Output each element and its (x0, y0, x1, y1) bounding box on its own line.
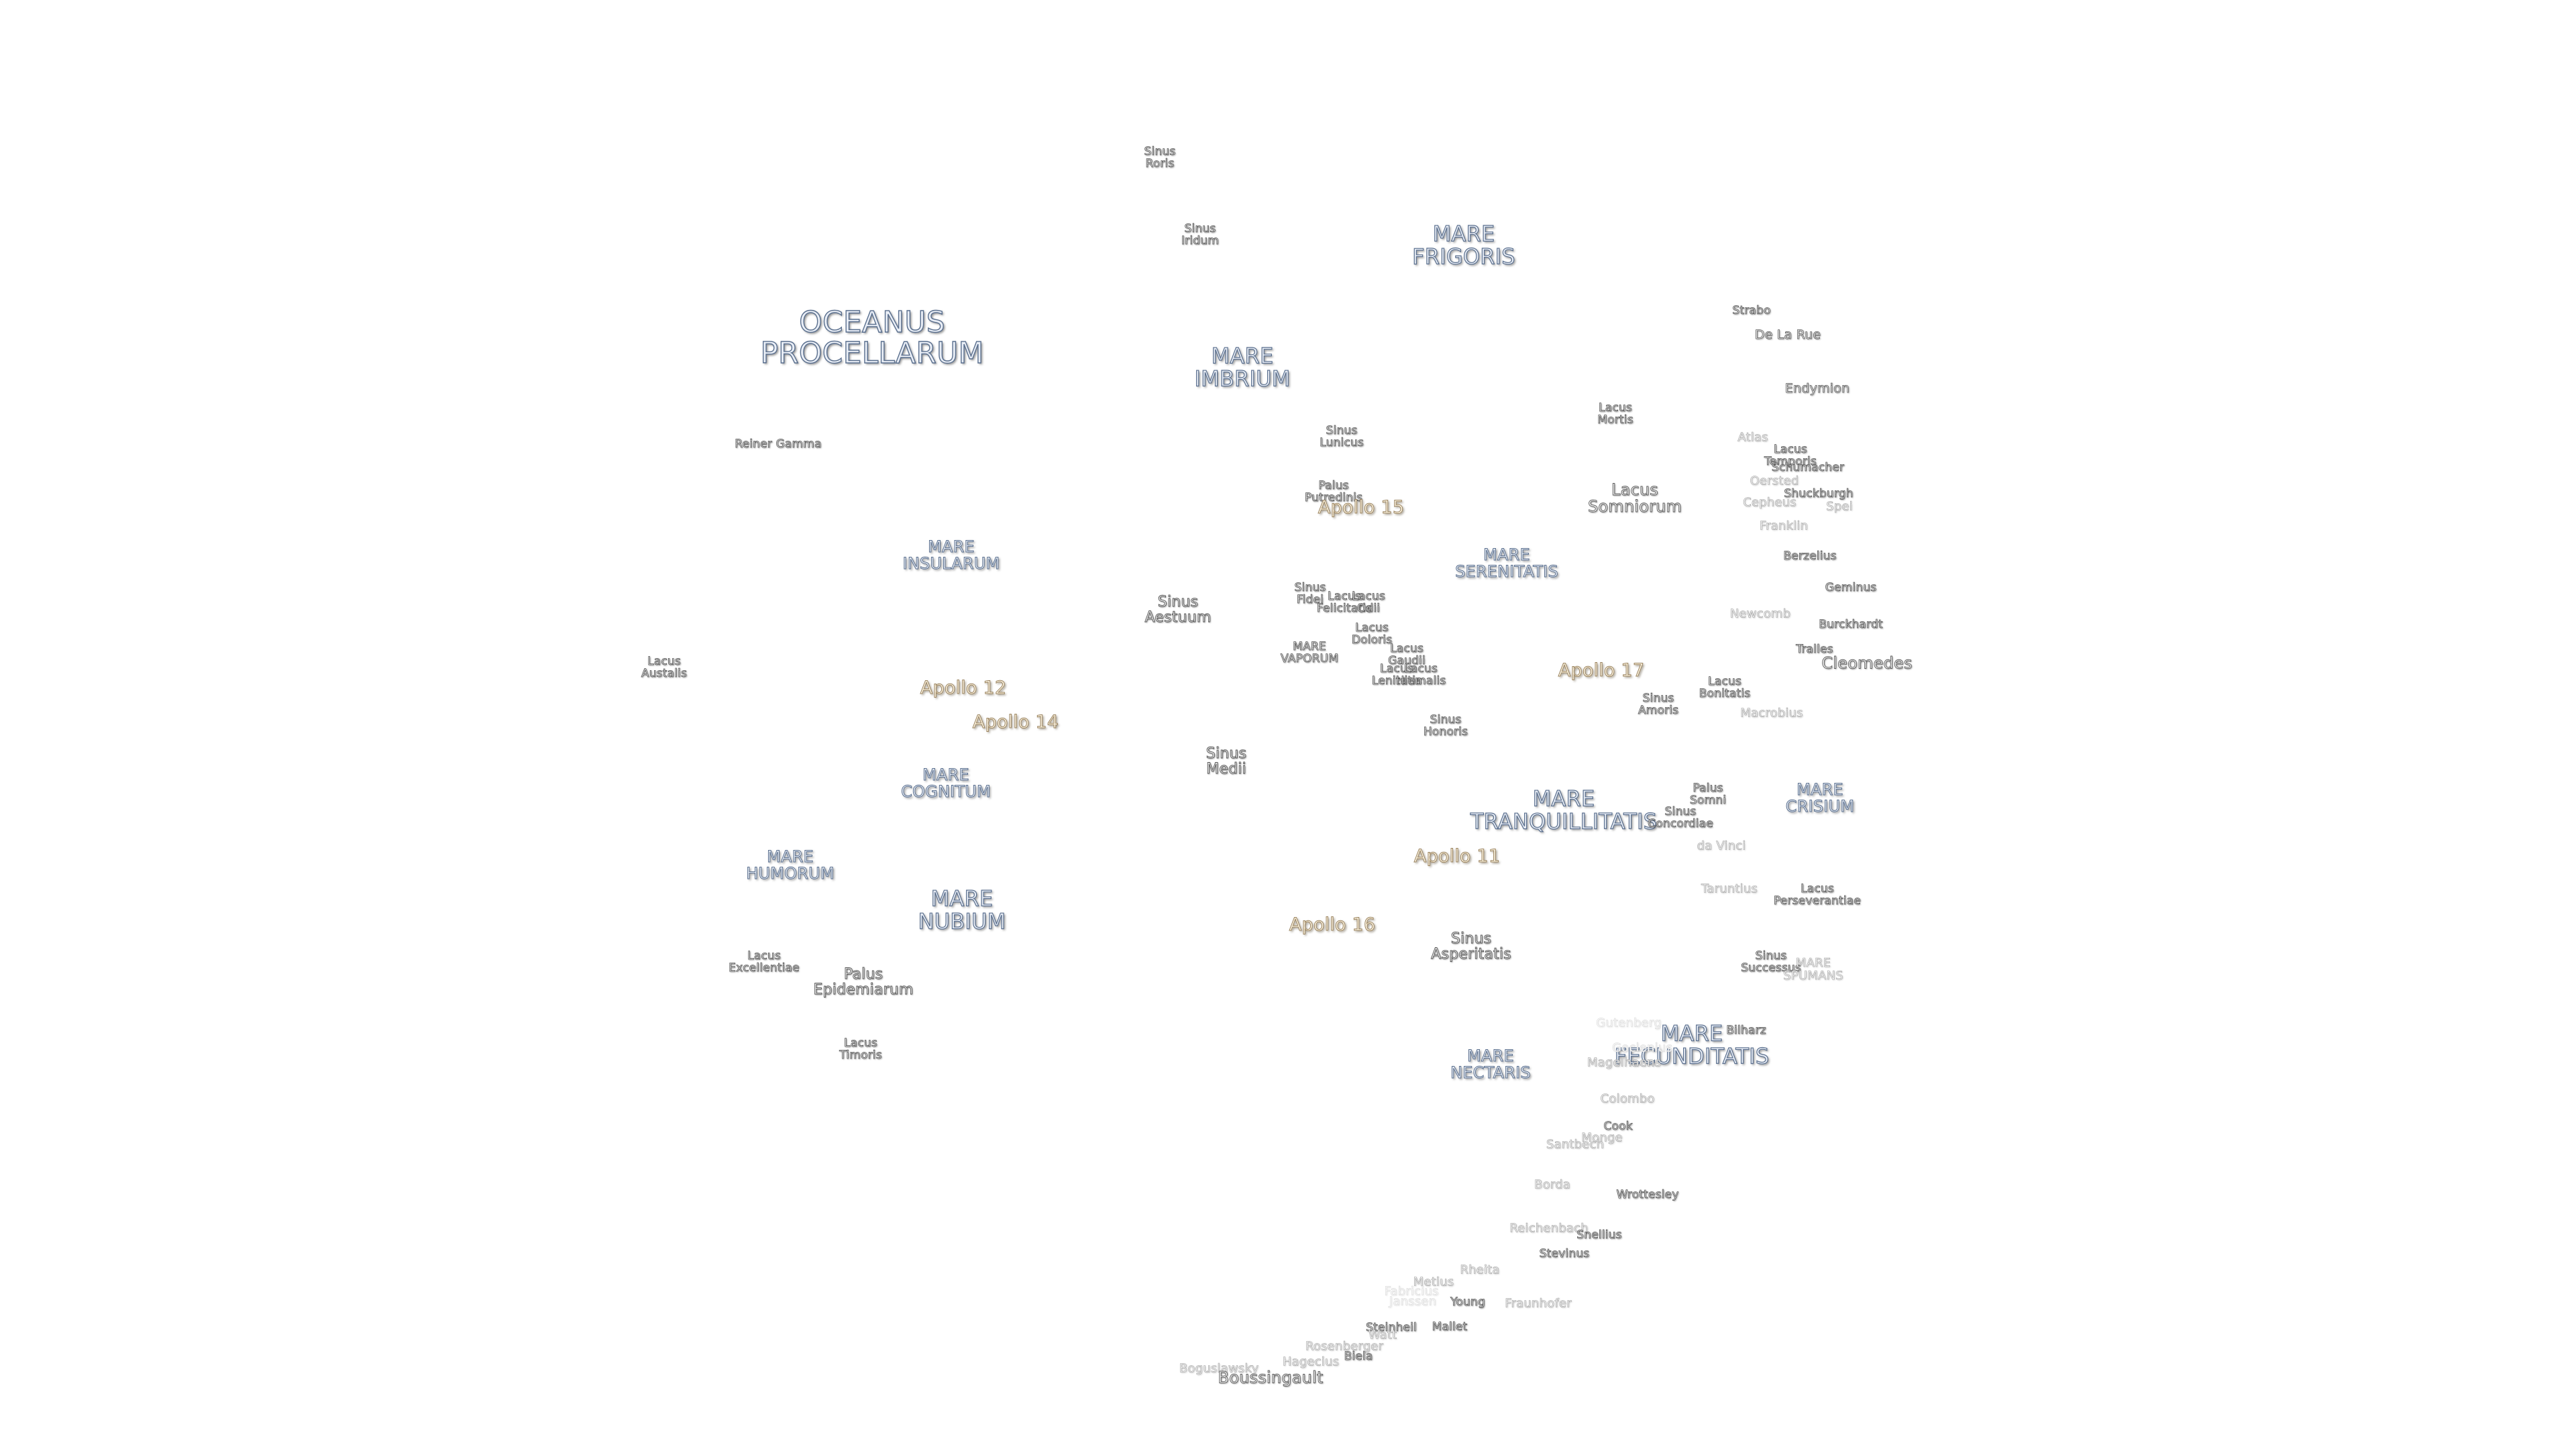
map-label-lacus-bonitatis: Lacus Bonitatis (1699, 675, 1751, 700)
map-label-mare-crisium: MARE CRISIUM (1785, 780, 1855, 816)
map-label-de-la-rue: De La Rue (1754, 327, 1821, 343)
map-label-cook: Cook (1603, 1120, 1633, 1134)
map-label-endymion: Endymion (1784, 381, 1850, 396)
map-label-lacus-timoris: Lacus Timoris (839, 1036, 882, 1062)
map-label-reichenbach: Reichenbach (1509, 1221, 1589, 1236)
map-label-schumacher: Schumacher (1771, 461, 1845, 475)
map-label-metius: Metius (1413, 1275, 1454, 1289)
map-label-macrobius: Macrobius (1740, 706, 1803, 720)
map-label-mare-frigoris: MARE FRIGORIS (1412, 221, 1516, 269)
map-label-mallet: Mallet (1432, 1320, 1468, 1334)
map-label-gutenberg: Gutenberg (1596, 1016, 1662, 1030)
map-label-sinus-asperitatis: Sinus Asperitatis (1431, 930, 1511, 963)
map-label-mare-vaporum: MARE VAPORUM (1280, 640, 1339, 665)
map-label-biela: Biela (1344, 1350, 1373, 1364)
map-label-sinus-honoris: Sinus Honoris (1423, 713, 1468, 739)
map-label-mare-nubium: MARE NUBIUM (918, 885, 1006, 934)
map-label-magelhaens: Magelhaens (1587, 1055, 1662, 1070)
map-label-sinus-roris: Sinus Roris (1144, 145, 1176, 170)
map-label-atlas: Atlas (1737, 430, 1768, 445)
map-label-mare-nectaris: MARE NECTARIS (1450, 1046, 1531, 1082)
map-label-watt: Watt (1368, 1328, 1397, 1342)
map-label-lacus-odii: Lacus Odii (1352, 590, 1385, 615)
map-label-strabo: Strabo (1732, 304, 1771, 318)
map-label-borda: Borda (1534, 1177, 1570, 1192)
map-label-mare-imbrium: MARE IMBRIUM (1194, 343, 1291, 391)
map-label-geminus: Geminus (1825, 581, 1877, 595)
map-label-rheita: Rheita (1460, 1263, 1500, 1277)
map-label-lacus-hiemalis: Lacus Hiemalis (1395, 662, 1446, 688)
map-label-bilharz: Bilharz (1726, 1024, 1766, 1038)
map-label-cepheus: Cepheus (1743, 495, 1796, 510)
map-label-fabricius: Fabricius (1384, 1284, 1439, 1299)
map-label-lacus-gaudii: Lacus Gaudii (1388, 642, 1426, 667)
map-label-janssen: Janssen (1389, 1294, 1437, 1309)
map-label-lacus-temporis: Lacus Temporis (1764, 443, 1817, 468)
map-label-sinus-successus: Sinus Successus (1741, 949, 1801, 975)
map-label-reiner-gamma: Reiner Gamma (735, 437, 822, 451)
map-label-shuckburgh: Shuckburgh (1784, 487, 1854, 501)
map-label-lacus-perseverantiae: Lacus Perseverantiae (1773, 882, 1862, 908)
map-label-cleomedes: Cleomedes (1821, 653, 1913, 673)
map-label-sinus-medii: Sinus Medii (1205, 745, 1247, 777)
map-label-hagecius: Hagecius (1282, 1354, 1340, 1369)
map-label-da-vinci: da Vinci (1697, 839, 1746, 853)
map-label-young: Young (1450, 1295, 1485, 1309)
map-label-sinus-lunicus: Sinus Lunicus (1320, 424, 1364, 449)
map-label-santbech: Santbech (1546, 1137, 1605, 1152)
map-label-berzelius: Berzelius (1783, 549, 1837, 564)
map-label-oersted: Oersted (1750, 474, 1799, 488)
map-label-newcomb: Newcomb (1729, 606, 1791, 621)
map-label-lacus-mortis: Lacus Mortis (1597, 401, 1633, 427)
map-label-snellius: Snellius (1576, 1228, 1622, 1242)
map-label-mare-humorum: MARE HUMORUM (746, 847, 835, 883)
map-label-oceanus-procellarum: OCEANUS PROCELLARUM (760, 305, 985, 370)
map-label-mare-spumans: MARE SPUMANS (1783, 956, 1843, 983)
map-label-boguslawsky: Boguslawsky (1179, 1361, 1259, 1376)
map-label-sinus-concordiae: Sinus Concordiae (1648, 805, 1713, 830)
map-label-apollo-11: Apollo 11 (1413, 845, 1501, 867)
map-label-goclenius: Goclenius (1612, 1040, 1672, 1055)
map-label-steinheil: Steinheil (1366, 1321, 1417, 1335)
map-label-mare-cognitum: MARE COGNITUM (901, 765, 991, 801)
map-label-sinus-amoris: Sinus Amoris (1638, 692, 1679, 717)
map-label-sinus-aestuum: Sinus Aestuum (1144, 593, 1212, 626)
map-label-lacus-lenitatis: Lacus Lenitatis (1371, 662, 1422, 688)
map-label-lacus-doloris: Lacus Doloris (1351, 621, 1393, 647)
map-label-taruntius: Taruntius (1701, 881, 1758, 896)
map-label-lacus-felicitatis: Lacus Felicitatis (1316, 590, 1373, 615)
map-label-mare-tranquillitatis: MARE TRANQUILLITATIS (1470, 786, 1658, 834)
map-label-colombo: Colombo (1600, 1091, 1655, 1106)
map-label-fraunhofer: Fraunhofer (1505, 1296, 1572, 1311)
map-label-mare-insularum: MARE INSULARUM (902, 537, 1000, 573)
map-label-franklin: Franklin (1759, 519, 1809, 533)
map-label-wrottesley: Wrottesley (1616, 1188, 1679, 1202)
map-label-mare-fecunditatis: MARE FECUNDITATIS (1614, 1020, 1770, 1069)
map-label-lacus-somniorum: Lacus Somniorum (1587, 480, 1682, 516)
map-label-spei: Spei (1826, 499, 1853, 514)
map-label-palus-epidemiarum: Palus Epidemiarum (813, 965, 914, 998)
map-label-stevinus: Stevinus (1539, 1247, 1590, 1261)
map-label-palus-somni: Palus Somni (1689, 782, 1727, 807)
map-label-burckhardt: Burckhardt (1819, 618, 1883, 632)
map-label-lacus-austalis: Lacus Austalis (641, 655, 688, 680)
map-label-apollo-15: Apollo 15 (1318, 496, 1405, 518)
map-label-tralles: Tralles (1796, 643, 1833, 657)
map-label-apollo-17: Apollo 17 (1558, 659, 1645, 681)
map-label-sinus-fidei: Sinus Fidei (1294, 581, 1326, 606)
map-label-boussingault: Boussingault (1218, 1368, 1324, 1387)
map-label-apollo-14: Apollo 14 (972, 711, 1059, 733)
map-label-palus-putredinis: Palus Putredinis (1304, 479, 1363, 504)
map-label-mare-serenitatis: MARE SERENITATIS (1455, 545, 1559, 581)
map-label-apollo-16: Apollo 16 (1289, 914, 1376, 935)
map-label-apollo-12: Apollo 12 (920, 677, 1007, 698)
map-label-sinus-iridum: Sinus Iridum (1181, 222, 1220, 248)
map-label-rosenberger: Rosenberger (1305, 1339, 1384, 1354)
map-label-lacus-excellentiae: Lacus Excellentiae (729, 949, 800, 975)
map-label-monge: Monge (1581, 1130, 1623, 1145)
